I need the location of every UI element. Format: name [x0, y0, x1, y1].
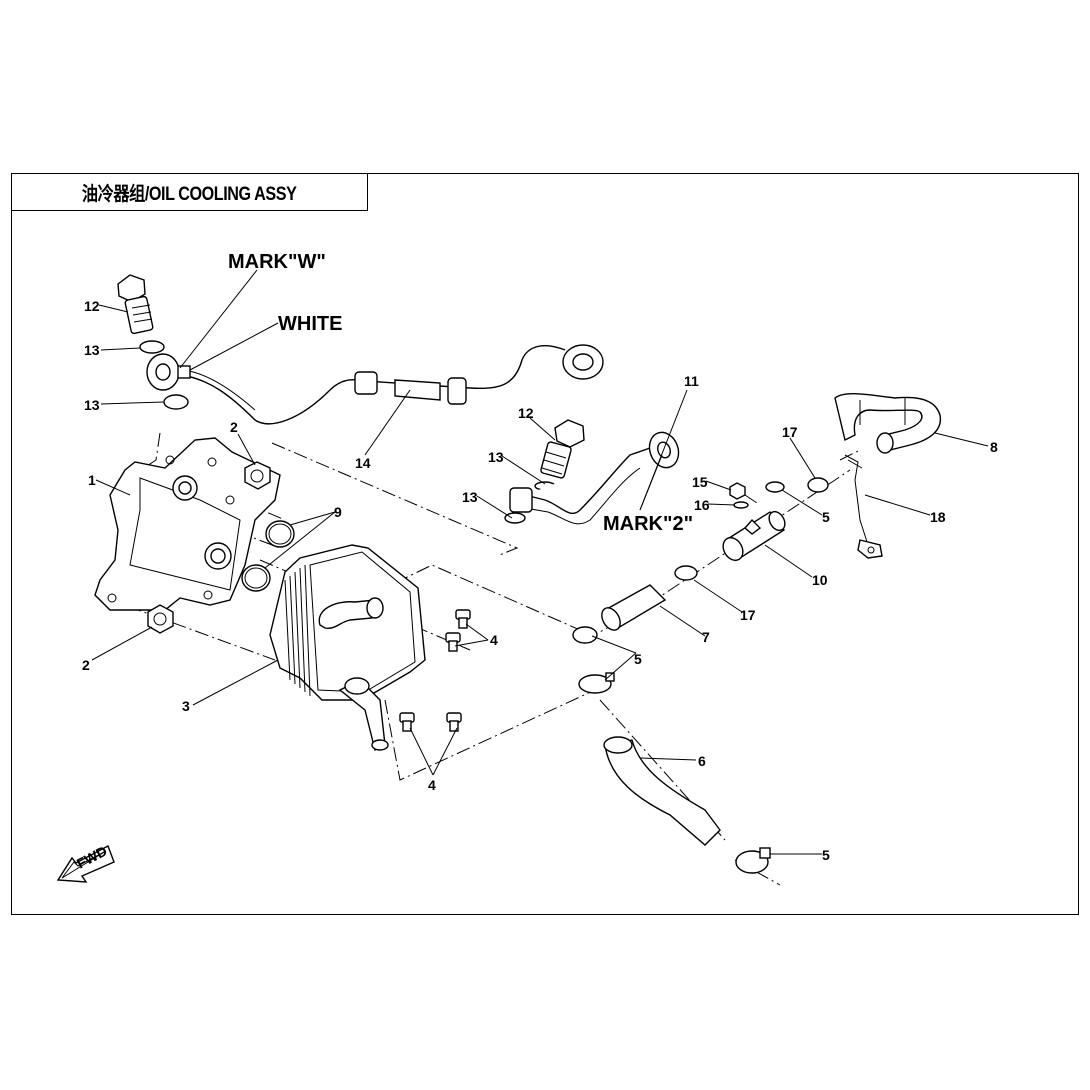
- oil-pipe-14: [146, 344, 604, 425]
- callout-13d: 13: [462, 489, 478, 505]
- page-title: 油冷器组/OIL COOLING ASSY: [82, 183, 297, 205]
- callout-2a: 2: [230, 419, 238, 435]
- flange-bolt-2: [147, 461, 271, 634]
- callout-2b: 2: [82, 657, 90, 673]
- leader-lines: [91, 269, 989, 855]
- callout-7: 7: [702, 629, 710, 645]
- title-box: 油冷器组/OIL COOLING ASSY: [11, 173, 368, 211]
- callout-14: 14: [355, 455, 371, 471]
- callout-6: 6: [698, 753, 706, 769]
- oil-pipe-11: [509, 431, 680, 525]
- callout-4a: 4: [490, 632, 498, 648]
- callout-13c: 13: [488, 449, 504, 465]
- banjo-bolt-12b: [540, 419, 585, 479]
- hose-7: [601, 584, 667, 631]
- callout-15: 15: [692, 474, 708, 490]
- hose-clamps-5: [572, 481, 785, 874]
- bolt-15: [729, 482, 746, 500]
- callout-4b: 4: [428, 777, 436, 793]
- callout-5c: 5: [822, 847, 830, 863]
- callout-16: 16: [694, 497, 710, 513]
- fwd-arrow-icon: FWD: [56, 843, 115, 883]
- callout-9: 9: [334, 504, 342, 520]
- callout-11: 11: [684, 373, 699, 389]
- hose-8: [834, 392, 942, 454]
- callout-12b: 12: [518, 405, 534, 421]
- callout-10: 10: [812, 572, 828, 588]
- callout-1: 1: [88, 472, 96, 488]
- callout-8: 8: [990, 439, 998, 455]
- oil-cooler-3: [269, 544, 426, 752]
- callout-17a: 17: [782, 424, 798, 440]
- callout-13b: 13: [84, 397, 100, 413]
- callout-12a: 12: [84, 298, 100, 314]
- joint-pipe-10: [722, 510, 786, 562]
- wire-bracket-18: [844, 454, 883, 559]
- o-rings-9: [241, 520, 295, 592]
- callout-5a: 5: [634, 651, 642, 667]
- washer-16: [733, 501, 749, 509]
- mounting-bracket-1: [94, 437, 281, 611]
- callout-3: 3: [182, 698, 190, 714]
- mark-2-label: MARK"2": [603, 513, 693, 535]
- mark-w-label: MARK"W": [228, 251, 326, 273]
- callout-18: 18: [930, 509, 946, 525]
- hose-6: [603, 736, 721, 846]
- banjo-bolt-12a: [117, 274, 154, 335]
- drawing-frame: [11, 173, 1079, 915]
- clamps-17: [674, 477, 829, 581]
- callout-13a: 13: [84, 342, 100, 358]
- callout-5b: 5: [822, 509, 830, 525]
- callout-numbers: 12 13 13 1 2 2 3 9 4 4 5 6 7 17 10 5 5 1…: [82, 298, 998, 863]
- callout-17b: 17: [740, 607, 756, 623]
- white-label: WHITE: [278, 313, 342, 335]
- bolts-4: [399, 609, 471, 732]
